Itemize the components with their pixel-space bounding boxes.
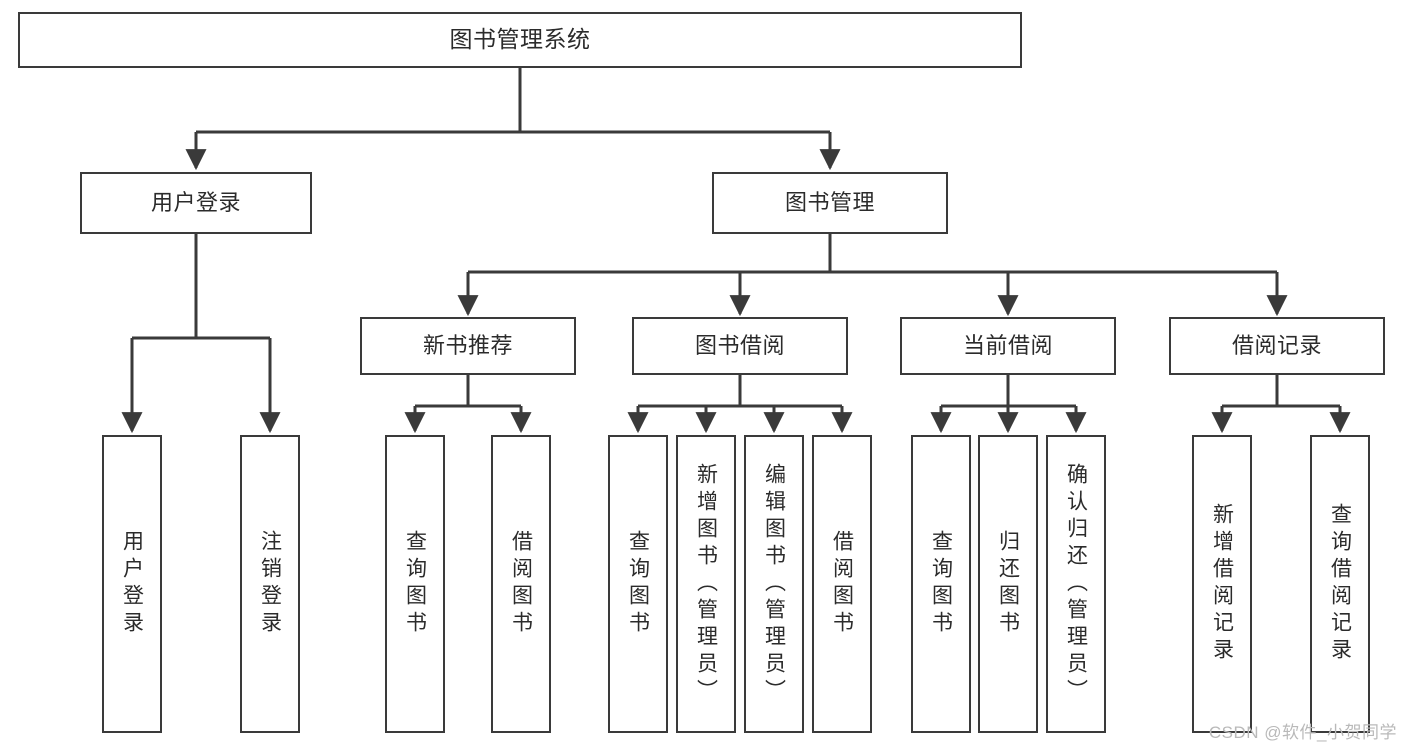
node-leaf-newbook-borrow[interactable]: 借阅图书: [491, 435, 551, 733]
node-leaf-borrow-query[interactable]: 查询图书: [608, 435, 668, 733]
node-leaf-current-query-label: 查询图书: [929, 530, 953, 638]
node-current-borrow[interactable]: 当前借阅: [900, 317, 1116, 375]
node-current-borrow-label: 当前借阅: [962, 333, 1053, 359]
node-book-management[interactable]: 图书管理: [712, 172, 948, 234]
node-borrow-records-label: 借阅记录: [1231, 333, 1322, 359]
node-leaf-logout-label: 注销登录: [258, 530, 282, 638]
node-leaf-logout[interactable]: 注销登录: [240, 435, 300, 733]
node-book-borrow[interactable]: 图书借阅: [632, 317, 848, 375]
node-leaf-user-login[interactable]: 用户登录: [102, 435, 162, 733]
node-leaf-newbook-query[interactable]: 查询图书: [385, 435, 445, 733]
node-leaf-borrow-add-label: 新增图书（管理员）: [694, 462, 718, 706]
node-leaf-record-add[interactable]: 新增借阅记录: [1192, 435, 1252, 733]
node-new-book-recommend-label: 新书推荐: [422, 333, 513, 359]
node-leaf-current-confirm[interactable]: 确认归还（管理员）: [1046, 435, 1106, 733]
node-book-borrow-label: 图书借阅: [694, 333, 785, 359]
node-leaf-borrow-edit-label: 编辑图书（管理员）: [762, 462, 786, 706]
node-leaf-current-return[interactable]: 归还图书: [978, 435, 1038, 733]
node-leaf-borrow-query-label: 查询图书: [626, 530, 650, 638]
node-book-management-label: 图书管理: [784, 190, 875, 216]
node-leaf-borrow-action[interactable]: 借阅图书: [812, 435, 872, 733]
node-leaf-borrow-add[interactable]: 新增图书（管理员）: [676, 435, 736, 733]
node-leaf-record-query[interactable]: 查询借阅记录: [1310, 435, 1370, 733]
node-leaf-newbook-borrow-label: 借阅图书: [509, 530, 533, 638]
node-leaf-current-confirm-label: 确认归还（管理员）: [1064, 462, 1088, 706]
node-root-system[interactable]: 图书管理系统: [18, 12, 1022, 68]
node-new-book-recommend[interactable]: 新书推荐: [360, 317, 576, 375]
node-leaf-record-query-label: 查询借阅记录: [1328, 503, 1352, 665]
node-leaf-current-query[interactable]: 查询图书: [911, 435, 971, 733]
node-leaf-borrow-action-label: 借阅图书: [830, 530, 854, 638]
node-user-login[interactable]: 用户登录: [80, 172, 312, 234]
node-root-system-label: 图书管理系统: [449, 26, 591, 53]
node-borrow-records[interactable]: 借阅记录: [1169, 317, 1385, 375]
node-leaf-newbook-query-label: 查询图书: [403, 530, 427, 638]
node-leaf-current-return-label: 归还图书: [996, 530, 1020, 638]
node-user-login-label: 用户登录: [150, 190, 241, 216]
csdn-watermark: CSDN @软件_小贺同学: [1208, 723, 1397, 742]
node-leaf-user-login-label: 用户登录: [120, 530, 144, 638]
node-leaf-record-add-label: 新增借阅记录: [1210, 503, 1234, 665]
node-leaf-borrow-edit[interactable]: 编辑图书（管理员）: [744, 435, 804, 733]
